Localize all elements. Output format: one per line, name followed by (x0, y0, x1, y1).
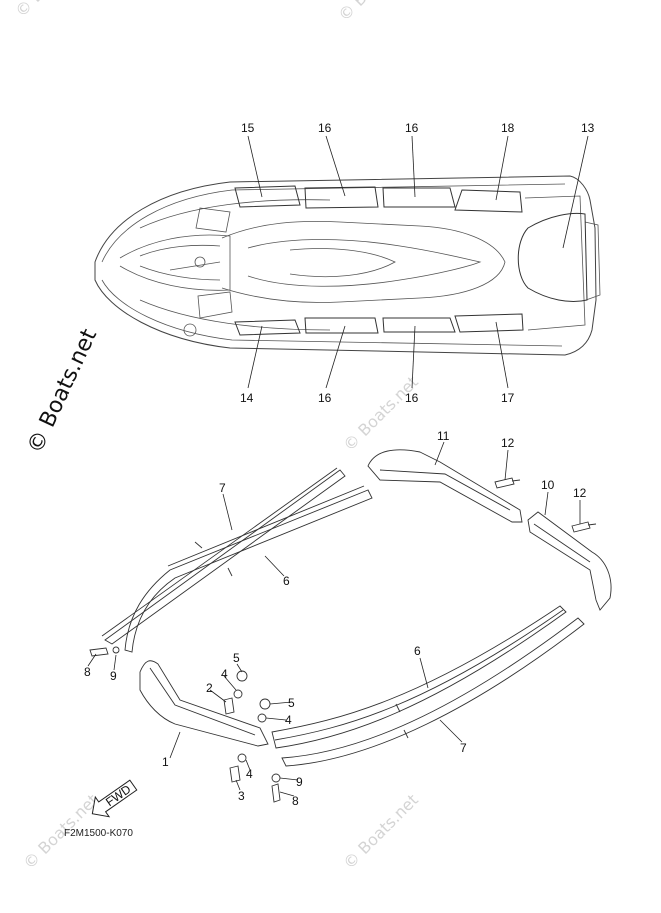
callout-16: 16 (405, 391, 419, 405)
exploded-parts (101, 449, 612, 767)
watermark-faint: © Boats.net (11, 0, 93, 21)
watermark-faint: © Boats.net (339, 372, 421, 454)
callout-12: 12 (573, 486, 587, 500)
callout-1: 1 (162, 755, 169, 769)
callout-7: 7 (460, 741, 467, 755)
hull-top-view (94, 175, 601, 356)
callout-16: 16 (318, 391, 332, 405)
callout-4: 4 (221, 667, 228, 681)
watermark-faint: © Boats.net (339, 790, 421, 872)
watermark-main: © Boats.net (23, 325, 103, 458)
callout-6: 6 (414, 644, 421, 658)
callout-17: 17 (501, 391, 515, 405)
callout-3: 3 (238, 789, 245, 803)
diagram-code: F2M1500-K070 (64, 828, 133, 839)
callout-11: 11 (437, 429, 450, 443)
lower-leaders (87, 441, 581, 797)
callout-5: 5 (288, 696, 295, 710)
fasteners (89, 477, 597, 803)
deck-mats (234, 185, 588, 336)
callout-7: 7 (219, 481, 226, 495)
callout-4: 4 (285, 713, 292, 727)
callout-5: 5 (233, 651, 240, 665)
callout-18: 18 (501, 121, 515, 135)
callout-16: 16 (405, 121, 419, 135)
callout-13: 13 (581, 121, 595, 135)
callout-2: 2 (206, 681, 213, 695)
watermark-faint: © Boats.net (334, 0, 416, 25)
callout-4: 4 (246, 767, 253, 781)
callout-12: 12 (501, 436, 515, 450)
lower-callouts: 11 12 10 12 7 6 8 9 5 2 4 5 4 1 4 3 9 8 … (84, 429, 587, 808)
callout-6: 6 (283, 574, 290, 588)
callout-16: 16 (318, 121, 332, 135)
callout-9: 9 (296, 775, 303, 789)
callout-8: 8 (84, 665, 91, 679)
callout-15: 15 (241, 121, 255, 135)
callout-10: 10 (541, 478, 555, 492)
callout-8: 8 (292, 794, 299, 808)
fwd-arrow-icon: FWD (91, 779, 138, 818)
top-leaders (247, 135, 589, 389)
callout-9: 9 (110, 669, 117, 683)
top-callouts: 15 16 16 18 13 14 16 16 17 (240, 121, 595, 405)
callout-14: 14 (240, 391, 254, 405)
